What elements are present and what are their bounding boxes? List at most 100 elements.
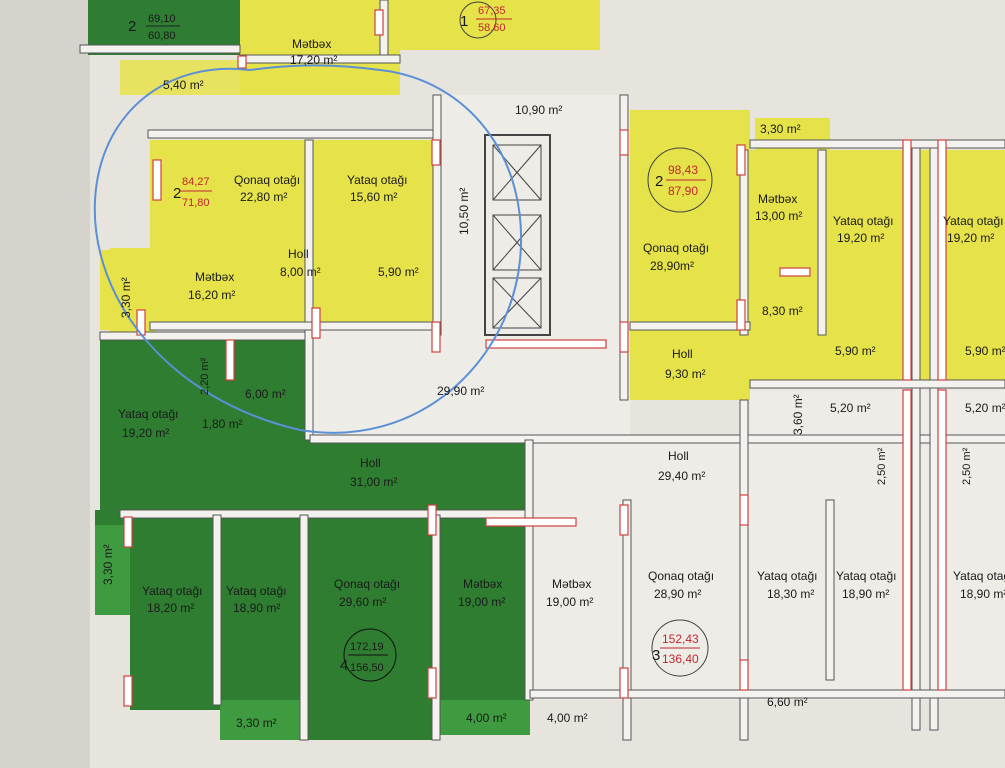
room-area: 2,50 m² [876, 447, 888, 485]
pen-circle-annotation [93, 64, 523, 434]
room-area: 10,90 m² [515, 103, 562, 117]
unit-marker-4-green: 4 172,19 156,50 [340, 628, 397, 682]
unit3-area [530, 440, 770, 700]
room-name: Mətbəx [195, 270, 234, 284]
room-area: 9,30 m² [665, 367, 706, 381]
room-area: 6,00 m² [245, 387, 286, 401]
room-name: Yataq otağı [833, 214, 894, 228]
room-area: 5,40 m² [163, 78, 204, 92]
room-area: 15,60 m² [350, 190, 397, 204]
room-name: Qonaq otağı [234, 173, 300, 187]
room-area: 5,90 m² [378, 265, 419, 279]
svg-text:3: 3 [652, 647, 660, 664]
room-name: Holl [288, 247, 309, 261]
unit-marker-1-top: 1 67,35 58,60 [459, 1, 512, 39]
room-name: Holl [672, 347, 693, 361]
svg-text:2: 2 [128, 18, 136, 35]
room-area: 5,90 m² [965, 344, 1005, 358]
room-area: 1,80 m² [202, 417, 243, 431]
room-area: 3,30 m² [760, 122, 801, 136]
room-name: Mətbəx [292, 37, 331, 51]
unit-left-yellow [100, 140, 440, 330]
room-name: Yataq otağı [226, 584, 287, 598]
svg-text:2: 2 [655, 173, 663, 190]
svg-text:136,40: 136,40 [662, 652, 699, 666]
room-name: Yataq otağı [347, 173, 408, 187]
room-area: 19,20 m² [947, 231, 994, 245]
svg-text:2: 2 [173, 185, 181, 202]
room-name: Yataq otağı [836, 569, 897, 583]
room-area: 5,90 m² [835, 344, 876, 358]
svg-text:69,10: 69,10 [148, 13, 176, 25]
room-area: 3,30 m² [119, 277, 133, 318]
unit-marker-2-left: 2 84,27 71,80 [173, 176, 212, 209]
room-area: 22,80 m² [240, 190, 287, 204]
room-area: 18,90 m² [233, 601, 280, 615]
room-area: 5,20 m² [965, 401, 1005, 415]
room-area: 8,30 m² [762, 304, 803, 318]
room-area: 4,00 m² [466, 711, 507, 725]
room-name: Holl [668, 449, 689, 463]
room-name: Mətbəx [758, 192, 797, 206]
room-name: Qonaq otağı [643, 241, 709, 255]
room-area: 2,20 m² [199, 357, 211, 395]
room-area: 18,90 m² [842, 587, 889, 601]
room-name: Yataq otağı [943, 214, 1004, 228]
room-name: Qonaq otağı [334, 577, 400, 591]
svg-text:152,43: 152,43 [662, 632, 699, 646]
svg-text:156,50: 156,50 [350, 662, 384, 674]
room-area: 3,30 m² [236, 716, 277, 730]
room-area: 10,50 m² [457, 188, 471, 235]
room-area: 19,00 m² [546, 595, 593, 609]
svg-text:98,43: 98,43 [668, 163, 698, 177]
room-labels: Mətbəx 17,20 m² 5,40 m² 10,90 m² Qonaq o… [101, 37, 1005, 730]
balcony-green-bottom-right [440, 700, 530, 735]
room-name: Yataq otağı [142, 584, 203, 598]
room-area: 19,00 m² [458, 595, 505, 609]
svg-text:4: 4 [340, 657, 348, 674]
room-area: 16,20 m² [188, 288, 235, 302]
room-area: 19,20 m² [837, 231, 884, 245]
walls [79, 0, 1005, 741]
unit-marker-2-right: 2 98,43 87,90 [647, 147, 713, 213]
room-area: 29,90 m² [437, 384, 484, 398]
room-area: 18,20 m² [147, 601, 194, 615]
paper-shadow-left [0, 0, 90, 768]
room-name: Yataq otağı [757, 569, 818, 583]
unit-marker-3-center: 3 152,43 136,40 [651, 619, 709, 677]
unit-top-yellow [240, 0, 600, 95]
balcony-green-bottom [220, 700, 302, 740]
room-area: 3,60 m² [791, 394, 805, 435]
room-area: 18,90 m² [960, 587, 1005, 601]
room-area: 6,60 m² [767, 695, 808, 709]
svg-text:67,35: 67,35 [478, 5, 506, 17]
room-name: Mətbəx [463, 577, 502, 591]
svg-text:87,90: 87,90 [668, 184, 698, 198]
svg-text:1: 1 [460, 13, 468, 30]
svg-text:60,80: 60,80 [148, 30, 176, 42]
room-area: 8,00 m² [280, 265, 321, 279]
svg-text:84,27: 84,27 [182, 176, 210, 188]
room-area: 3,30 m² [101, 544, 115, 585]
room-area: 29,40 m² [658, 469, 705, 483]
room-name: Holl [360, 456, 381, 470]
room-area: 13,00 m² [755, 209, 802, 223]
room-area: 2,50 m² [961, 447, 973, 485]
window-marks [123, 9, 947, 707]
balcony-left-yellow [110, 248, 155, 332]
room-area: 28,90 m² [654, 587, 701, 601]
elevator-shafts [484, 134, 551, 336]
room-name: Yataq otağı [118, 407, 179, 421]
unit-marker-2-topleft: 2 69,10 60,80 [128, 13, 180, 42]
room-area: 19,20 m² [122, 426, 169, 440]
room-area: 17,20 m² [290, 53, 337, 67]
room-area: 29,60 m² [339, 595, 386, 609]
svg-text:172,19: 172,19 [350, 641, 384, 653]
room-name: Qonaq otağı [648, 569, 714, 583]
room-area: 4,00 m² [547, 711, 588, 725]
room-area: 31,00 m² [350, 475, 397, 489]
room-name: Yataq otağı [953, 569, 1005, 583]
room-area: 5,20 m² [830, 401, 871, 415]
svg-text:71,80: 71,80 [182, 197, 210, 209]
